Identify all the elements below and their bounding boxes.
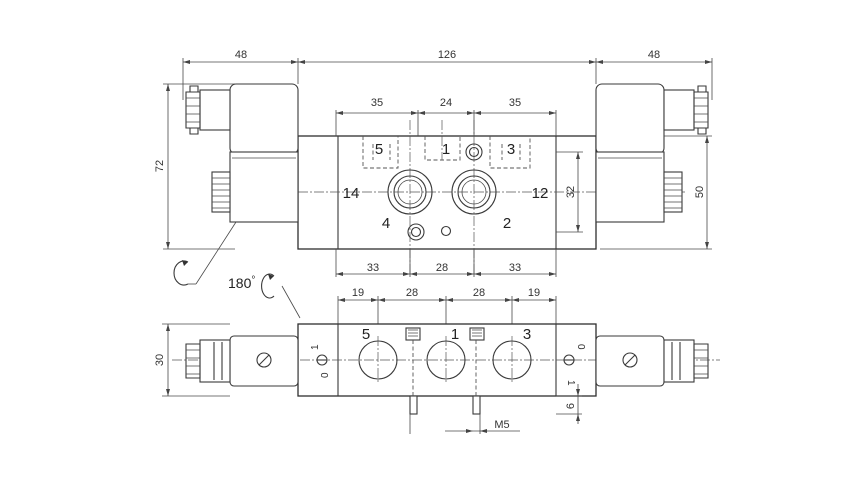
top-view: 48 126 48 72 50 [154, 49, 713, 319]
dim-side-height: 30 [154, 354, 166, 366]
port-label-3-top: 3 [507, 141, 515, 158]
port-label-1-top: 1 [442, 141, 450, 158]
port-label-12: 12 [532, 185, 549, 202]
dim-port-vertical-offset: 32 [565, 186, 577, 198]
dim-right-coil-width: 48 [648, 49, 660, 61]
dim-side-spacing-4: 19 [528, 287, 540, 299]
rotation-unit: ° [251, 275, 255, 286]
port-label-14: 14 [343, 185, 360, 202]
dim-port-spacing-bottom-right: 33 [509, 262, 521, 274]
rotation-label: 180° [228, 273, 301, 319]
override-left-0: 0 [320, 372, 331, 378]
dim-body-length: 126 [438, 49, 456, 61]
dim-port-spacing-top-mid: 24 [440, 97, 452, 109]
dim-port-spacing-top-right: 35 [509, 97, 521, 109]
dim-side-spacing-3: 28 [473, 287, 485, 299]
port-label-4: 4 [382, 215, 390, 232]
override-right-0: 0 [575, 344, 586, 350]
port-label-2: 2 [503, 215, 511, 232]
dim-port-spacing-top-left: 35 [371, 97, 383, 109]
rotation-value: 180 [228, 275, 252, 291]
port-label-3-side: 3 [523, 326, 531, 343]
rotation-arrow-icon [173, 221, 237, 286]
manual-override-right: 1 0 [563, 344, 586, 386]
solenoid-coil-left-side [185, 335, 299, 387]
pilot-pin-right [469, 327, 485, 415]
dim-height-total: 72 [154, 160, 166, 172]
port-label-5-top: 5 [375, 141, 383, 158]
solenoid-coil-left [185, 83, 299, 223]
port-label-1-side: 1 [451, 326, 459, 343]
dim-left-coil-width: 48 [235, 49, 247, 61]
dim-port-spacing-bottom-left: 33 [367, 262, 379, 274]
solenoid-coil-right [595, 83, 709, 223]
dim-body-height: 50 [694, 186, 706, 198]
manual-override-left: 1 0 [310, 344, 331, 378]
side-view: 19 28 28 19 30 [154, 287, 720, 434]
dim-thread-m5: M5 [494, 419, 509, 431]
dim-side-spacing-1: 19 [352, 287, 364, 299]
dim-side-spacing-2: 28 [406, 287, 418, 299]
solenoid-coil-right-side [595, 335, 709, 387]
port-label-5-side: 5 [362, 326, 370, 343]
override-right-1: 1 [565, 380, 576, 386]
dim-port-spacing-bottom-mid: 28 [436, 262, 448, 274]
valve-body-top [297, 135, 597, 250]
pilot-pin-left [405, 327, 421, 415]
dim-pin-offset: 6 [565, 403, 577, 409]
override-left-1: 1 [310, 344, 321, 350]
svg-text:180°: 180° [228, 275, 255, 291]
